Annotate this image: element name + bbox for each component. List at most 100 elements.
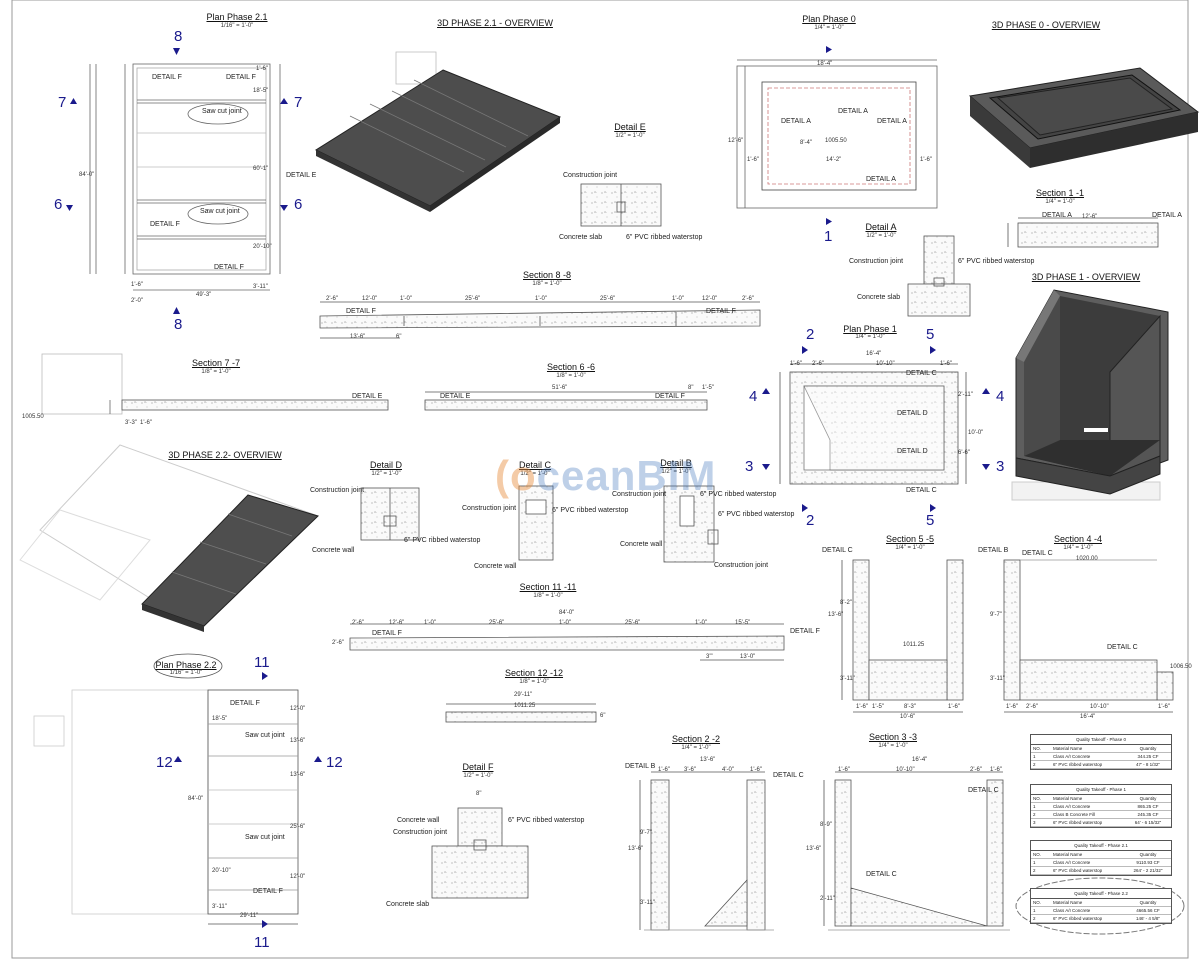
dim-text: 2'-6" [1026,704,1038,710]
section-marker-4: 4 [996,388,1005,405]
table-cell: Quantity [1139,900,1157,905]
note-detail-c: DETAIL C [866,871,897,878]
section-66-title: Section 6 -6 [546,362,596,372]
dim-text: 1'-6" [940,361,952,367]
table-cell: Material Name [1053,746,1083,751]
section-33-scale: 1/4" = 1'-0" [878,743,908,749]
note-detail-f: DETAIL F [346,308,376,315]
section-44-title: Section 4 -4 [1053,534,1103,544]
dim-text: 1'-0" [672,296,684,302]
plan-phase-0-title: Plan Phase 0 [802,14,856,24]
note-construction-joint: Construction joint [612,491,667,498]
table-cell: Quantity [1139,796,1157,801]
section-marker-2: 2 [806,512,815,529]
dim-text: 60'-1" [253,166,269,172]
dim-text: 20'-10" [212,868,231,874]
table-cell: 146' - 4 5/8" [1136,916,1160,921]
note-saw-cut: Saw cut joint [200,208,240,215]
watermark-text: ceanBIM [536,452,717,499]
note-detail-c: DETAIL C [906,487,937,494]
note-detail-a: DETAIL A [1042,212,1072,219]
table-cell: Class B Concrete Fill [1053,812,1096,817]
note-detail-d: DETAIL D [897,410,928,417]
dim-text: 6" [396,334,402,340]
detail-d-drawing [360,487,420,541]
dim-text: 3'-6" [684,767,696,773]
section-66-drawing [424,391,708,411]
dim-text: 9'-7" [990,612,1002,618]
table-cell: 2 [1033,812,1036,817]
note-concrete-wall: Concrete wall [312,547,355,554]
note-detail-b: DETAIL B [625,763,656,770]
3d-phase-1-drawing [1011,289,1169,501]
dim-text: 12'-0" [290,706,306,712]
note-detail-f: DETAIL F [230,700,260,707]
table-cell: Class A/I Concrete [1053,804,1091,809]
table-cell: NO. [1033,852,1042,857]
note-waterstop: 6" PVC ribbed waterstop [508,817,585,824]
overview-1-title: 3D PHASE 1 - OVERVIEW [1031,272,1141,282]
note-detail-d: DETAIL D [897,448,928,455]
note-waterstop: 6" PVC ribbed waterstop [552,507,629,514]
note-waterstop: 6" PVC ribbed waterstop [626,234,703,241]
table-cell: 9110.93 CF [1136,860,1160,865]
detail-b-scale: 1/2" = 1'-0" [661,469,691,475]
dim-text: 1'-6" [838,767,850,773]
table-cell: Class A/I Concrete [1053,908,1091,913]
table-cell: Material Name [1053,852,1083,857]
note-detail-e: DETAIL E [286,172,317,179]
note-construction-joint: Construction joint [849,258,904,265]
note-concrete-slab: Concrete slab [559,234,603,241]
section-marker-1: 1 [824,228,833,245]
plan-phase-21-title: Plan Phase 2.1 [206,12,268,22]
section-88-scale: 1/8" = 1'-0" [532,281,562,287]
detail-f-title: Detail F [462,762,494,772]
watermark-o: o [510,452,537,499]
note-waterstop: 6" PVC ribbed waterstop [718,511,795,518]
section-55-drawing [841,559,964,713]
dim-text: 2'-6" [332,640,344,646]
section-77-drawing [41,353,389,415]
note-detail-f: DETAIL F [655,393,685,400]
table-cell: 64' - 6 15/32" [1134,820,1162,825]
note-detail-c: DETAIL C [822,547,853,554]
section-77-title: Section 7 -7 [191,358,241,368]
dim-text: 84'-0" [188,796,204,802]
note-construction-joint: Construction joint [310,487,365,494]
dim-text: 8'-2" [840,600,852,606]
note-construction-joint: Construction joint [393,829,448,836]
note-detail-c: DETAIL C [1107,644,1138,651]
section-1111-title: Section 11 -11 [519,582,577,592]
section-marker-11: 11 [254,654,270,671]
note-construction-joint: Construction joint [714,562,769,569]
table-title: Quality Takeoff - Phase 1 [1031,785,1171,795]
note-detail-f: DETAIL F [372,630,402,637]
table-cell: 6" PVC ribbed waterstop [1053,916,1103,921]
table-cell: 245.35 CF [1137,812,1159,817]
table-cell: 1 [1033,754,1036,759]
dim-text: 1'-6" [920,157,932,163]
dim-text: 13'-6" [290,772,306,778]
section-66-scale: 1/8" = 1'-0" [556,373,586,379]
table-cell: 3 [1033,820,1036,825]
dim-text: 51'-6" [552,385,568,391]
table-cell: 865.25 CF [1137,804,1159,809]
plan-phase-22-title: Plan Phase 2.2 [155,660,217,670]
dim-text: 2'-6" [352,620,364,626]
overview-21-title: 3D PHASE 2.1 - OVERVIEW [437,18,553,28]
table-cell: Class A/I Concrete [1053,860,1091,865]
note-detail-f: DETAIL F [790,628,820,635]
dim-text: 13'-6" [290,738,306,744]
note-detail-c: DETAIL C [1022,550,1053,557]
detail-c-scale: 1/2" = 1'-0" [520,471,550,477]
section-88-title: Section 8 -8 [522,270,572,280]
dim-text: 16'-4" [866,351,882,357]
dim-text: 18'-5" [253,88,269,94]
